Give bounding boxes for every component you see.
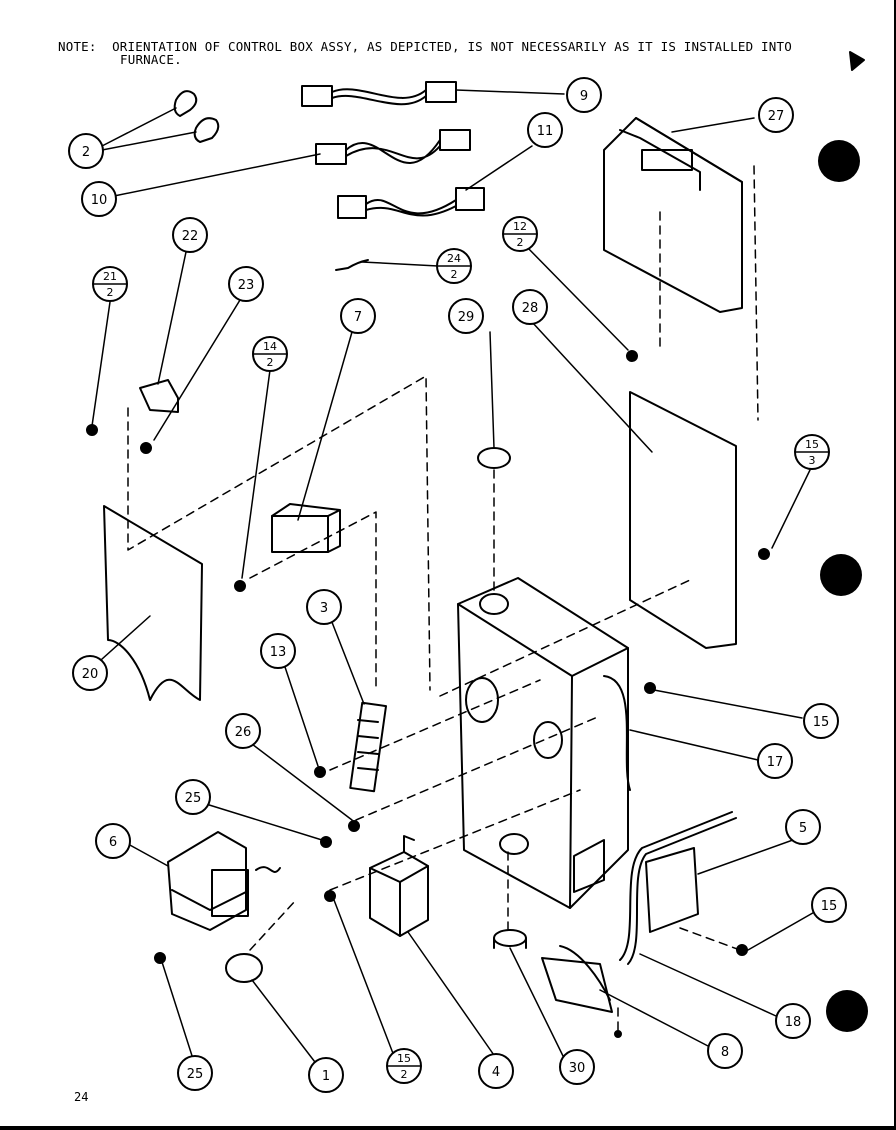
callout-8: 8 — [721, 1045, 729, 1060]
callout-numbers: 2 9 10 11 27 22 23 7 29 28 20 3 13 26 25… — [82, 89, 838, 1084]
circuit-board-5 — [645, 847, 699, 933]
callout-2: 2 — [82, 145, 90, 160]
callout-4: 4 — [492, 1065, 500, 1080]
callout-17: 17 — [767, 755, 784, 770]
wire-harness-10 — [315, 129, 471, 165]
fraction-12-top: 12 — [513, 220, 527, 233]
control-box-housing — [457, 577, 631, 909]
relay-7 — [271, 503, 341, 553]
fraction-15-3-bottom: 3 — [809, 454, 816, 467]
tube-18 — [619, 811, 737, 965]
fraction-21-top: 21 — [103, 270, 117, 283]
wire-harness-9 — [301, 81, 457, 107]
callout-20: 20 — [82, 667, 99, 682]
callout-7: 7 — [354, 310, 362, 325]
callout-15-right: 15 — [813, 715, 830, 730]
transformer-6 — [167, 831, 281, 931]
grommet-parts-2 — [173, 90, 220, 143]
callout-6: 6 — [109, 835, 117, 850]
callout-27: 27 — [768, 109, 785, 124]
wire-harness-11 — [337, 187, 485, 219]
callout-25-lower: 25 — [187, 1067, 204, 1082]
callout-9: 9 — [580, 89, 588, 104]
page-number: 24 — [74, 1090, 89, 1104]
callout-22: 22 — [182, 229, 199, 244]
screw-icons — [86, 350, 770, 1038]
callout-23: 23 — [238, 278, 255, 293]
assembly-dashed-lines — [127, 165, 759, 1031]
callout-leader-lines — [91, 89, 819, 1067]
fraction-14-top: 14 — [263, 340, 277, 353]
fraction-15-2-bottom: 2 — [401, 1068, 408, 1081]
callout-5: 5 — [799, 821, 807, 836]
callout-10: 10 — [91, 193, 108, 208]
cover-panel-28 — [629, 391, 737, 649]
bracket-8 — [541, 945, 613, 1013]
callout-25-upper: 25 — [185, 791, 202, 806]
registration-dot-middle — [820, 554, 862, 596]
registration-dot-bottom — [826, 990, 868, 1032]
wire-lead-24 — [335, 259, 369, 271]
note-line-2: FURNACE. — [120, 52, 182, 67]
control-board-27 — [603, 117, 743, 313]
note-line-1: NOTE: ORIENTATION OF CONTROL BOX ASSY, A… — [58, 39, 792, 54]
callout-18: 18 — [785, 1015, 802, 1030]
callout-26: 26 — [235, 725, 252, 740]
callout-30: 30 — [569, 1061, 586, 1076]
fraction-24-bottom: 2 — [451, 268, 458, 281]
fraction-15-2-top: 15 — [397, 1052, 411, 1065]
callout-13: 13 — [270, 645, 287, 660]
callout-11: 11 — [537, 124, 554, 139]
grommet-29 — [477, 447, 511, 469]
fraction-15-3-top: 15 — [805, 438, 819, 451]
grommet-1 — [225, 953, 263, 983]
fraction-callout-numbers: 12 2 24 2 21 2 14 2 15 3 15 2 — [103, 220, 819, 1081]
terminal-strip-3 — [349, 701, 388, 793]
callout-28: 28 — [522, 301, 539, 316]
fraction-21-bottom: 2 — [107, 286, 114, 299]
bracket-22 — [139, 379, 179, 413]
fraction-24-top: 24 — [447, 252, 461, 265]
callout-15-lower: 15 — [821, 899, 838, 914]
orientation-note: NOTE: ORIENTATION OF CONTROL BOX ASSY, A… — [58, 40, 858, 66]
fraction-14-bottom: 2 — [267, 356, 274, 369]
cap-30 — [493, 929, 527, 949]
callout-1: 1 — [322, 1069, 330, 1084]
callout-29: 29 — [458, 310, 475, 325]
fraction-12-bottom: 2 — [517, 236, 524, 249]
relay-4 — [369, 835, 429, 937]
registration-dot-top — [818, 140, 860, 182]
note-arrow-icon — [849, 51, 865, 71]
fraction-callout-circles — [92, 216, 830, 1084]
callout-circles — [68, 77, 847, 1093]
callout-3: 3 — [320, 601, 328, 616]
